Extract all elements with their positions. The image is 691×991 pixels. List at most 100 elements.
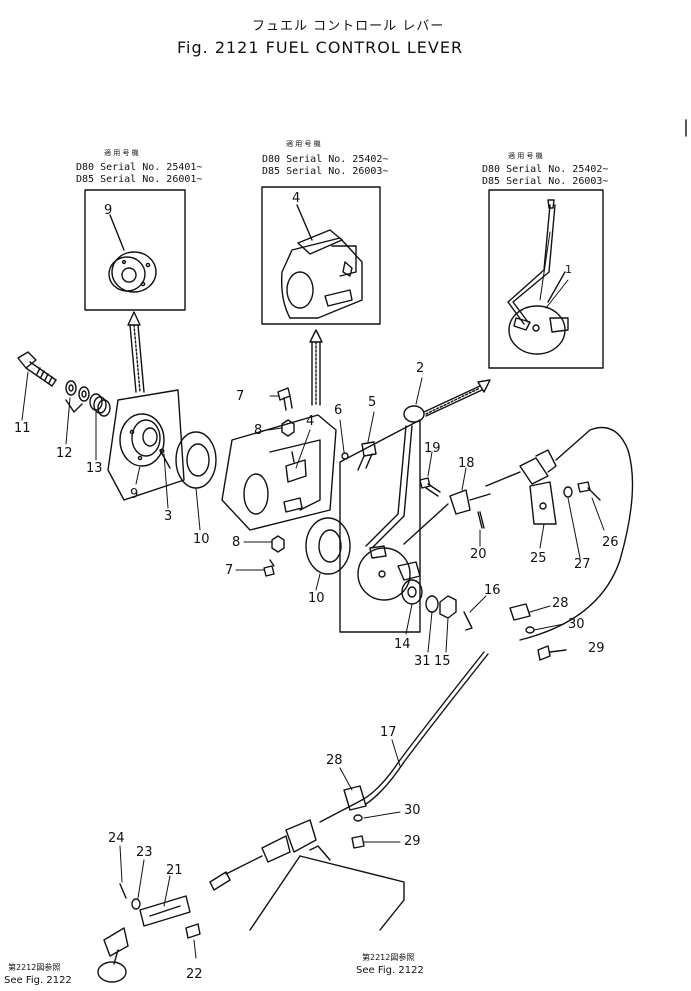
callout-31: 31	[414, 654, 431, 669]
callout-11: 11	[14, 421, 31, 436]
callout-19: 19	[424, 441, 441, 456]
callout-7-top: 7	[236, 389, 245, 404]
callout-28-upper: 28	[552, 596, 569, 611]
bolt-19	[419, 477, 441, 497]
callout-16: 16	[484, 583, 501, 598]
serial-line-1b: D85 Serial No. 26001~	[76, 174, 203, 185]
leader-lines	[21, 231, 605, 959]
linkage-ref-left	[97, 927, 129, 983]
inset-box-part-1	[488, 189, 604, 369]
washer-23	[131, 898, 141, 910]
callout-29-upper: 29	[588, 641, 605, 656]
lever-knob-2	[403, 379, 491, 423]
clamp-28-lower	[343, 785, 367, 811]
callout-24: 24	[108, 831, 125, 846]
callout-2: 2	[416, 361, 425, 376]
nut-8-bottom	[271, 535, 285, 553]
ref-bottom-en: See Fig. 2122	[356, 965, 424, 976]
control-lever-assembly	[339, 419, 421, 633]
serial-line-3a: D80 Serial No. 25402~	[482, 164, 609, 175]
thrust-washer-10-right	[305, 517, 351, 575]
nut-15	[439, 595, 457, 619]
washer-30-lower	[353, 814, 363, 822]
applicability-heading-1: 適 用 号 機	[104, 149, 139, 157]
bolt-29-lower	[351, 835, 365, 849]
callout-3: 3	[164, 509, 173, 524]
callout-21: 21	[166, 863, 183, 878]
bolt-5	[357, 441, 377, 471]
washer-12	[65, 380, 90, 413]
pin-24	[119, 883, 127, 899]
callout-13: 13	[86, 461, 103, 476]
callout-20: 20	[470, 547, 487, 562]
arrow-inset-9	[127, 311, 145, 393]
cable-lower-end	[209, 819, 317, 891]
applicability-heading-2: 適 用 号 機	[286, 140, 321, 148]
washer-31	[425, 595, 439, 613]
figure-title: Fig. 2121 FUEL CONTROL LEVER	[177, 38, 464, 57]
callout-12: 12	[56, 446, 73, 461]
spring-13	[89, 393, 111, 417]
callout-23: 23	[136, 845, 153, 860]
callout-14: 14	[394, 637, 411, 652]
bolt-22	[185, 923, 201, 939]
title-japanese: フュエル コントロール レバー	[252, 19, 445, 34]
callout-17: 17	[380, 725, 397, 740]
nut-8-top	[281, 419, 295, 437]
callout-25: 25	[530, 551, 547, 566]
callout-inset-4: 4	[292, 191, 301, 206]
cable-upper-end	[485, 426, 634, 641]
callout-28-lower: 28	[326, 753, 343, 768]
washer-30-upper	[525, 626, 535, 634]
bolt-26	[577, 481, 601, 501]
serial-line-2a: D80 Serial No. 25402~	[262, 154, 389, 165]
arrow-inset-4	[309, 329, 323, 406]
serial-line-2b: D85 Serial No. 26003~	[262, 166, 389, 177]
frame-ref-bottom	[249, 845, 405, 931]
callout-27: 27	[574, 557, 591, 572]
callout-7-bottom: 7	[225, 563, 234, 578]
callout-29-lower: 29	[404, 834, 421, 849]
bracket-plate-center	[221, 414, 337, 531]
callout-8-top: 8	[254, 423, 263, 438]
ref-left-jp: 第2212図参照	[8, 963, 61, 972]
rod-end-18	[403, 489, 491, 545]
rod-end-21	[139, 895, 191, 927]
ref-left-en: See Fig. 2122	[4, 975, 72, 986]
washer-27	[563, 486, 573, 498]
applicability-heading-3: 適 用 号 機	[508, 152, 543, 160]
bolt-29-upper	[537, 645, 567, 661]
inset-box-part-4	[261, 186, 381, 325]
ref-bottom-jp: 第2212図参照	[362, 953, 415, 962]
clamp-28-upper	[509, 603, 531, 621]
callout-15: 15	[434, 654, 451, 669]
bracket-25	[529, 481, 557, 525]
callout-26: 26	[602, 535, 619, 550]
callout-22: 22	[186, 967, 203, 982]
callout-5: 5	[368, 395, 377, 410]
inset-box-part-9	[84, 189, 186, 311]
callout-30-upper: 30	[568, 617, 585, 632]
callout-6: 6	[334, 403, 343, 418]
bolt-7-bottom	[263, 559, 275, 577]
serial-line-1a: D80 Serial No. 25401~	[76, 162, 203, 173]
callout-inset-9: 9	[104, 203, 113, 218]
cable-17	[319, 651, 489, 823]
callout-9: 9	[130, 487, 139, 502]
callout-4: 4	[306, 414, 315, 429]
clip-6	[341, 452, 349, 460]
bracket-plate-left	[107, 389, 185, 501]
pin-16	[463, 611, 473, 631]
callout-inset-1: 1	[565, 263, 572, 276]
callout-10-right: 10	[308, 591, 325, 606]
callout-30-lower: 30	[404, 803, 421, 818]
washer-14	[401, 579, 423, 605]
callout-8-bottom: 8	[232, 535, 241, 550]
cotter-pin-20	[477, 511, 485, 529]
bolt-11	[17, 351, 57, 387]
bolt-7-top	[277, 387, 293, 411]
callout-18: 18	[458, 456, 475, 471]
callout-10-left: 10	[193, 532, 210, 547]
